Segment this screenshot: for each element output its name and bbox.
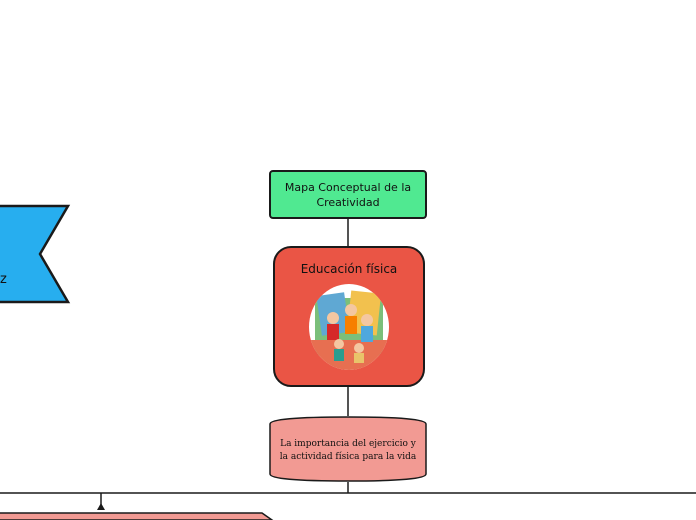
subtopic-node-label: La importancia del ejercicio y la activi… [279,439,417,462]
topic-node-label: Educación física [300,262,398,276]
root-node-label: Mapa Conceptual de la Creatividad [284,180,412,209]
bottom-node[interactable] [0,512,280,520]
arrow-head [97,503,105,510]
subtopic-node[interactable]: La importancia del ejercicio y la activi… [269,416,427,482]
root-node[interactable]: Mapa Conceptual de la Creatividad [269,170,427,219]
people-exercising-photo [309,284,389,370]
topic-node[interactable]: Educación física [273,246,425,387]
side-flag-node[interactable] [0,204,72,304]
side-flag-text: z [0,272,7,287]
